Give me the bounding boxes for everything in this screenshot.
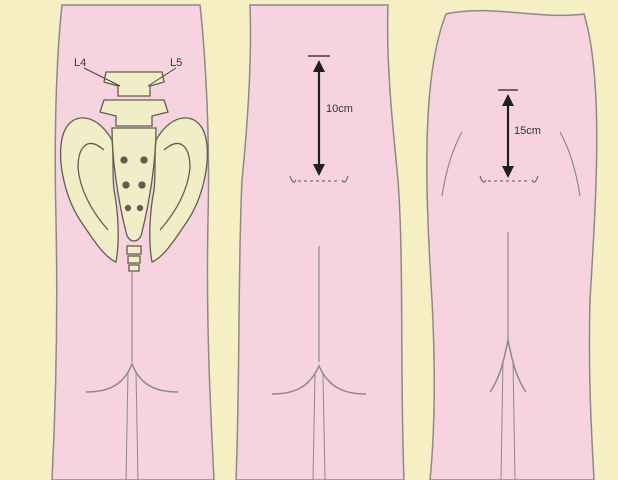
label-l4: L4 — [74, 57, 86, 69]
sacral-foramen — [123, 182, 129, 188]
panel-3-body — [427, 11, 597, 480]
panel-2-torso: 10cm — [236, 5, 404, 480]
panel-3-torso: 15cm — [427, 11, 597, 480]
label-l5: L5 — [170, 57, 182, 69]
sacral-foramen — [138, 206, 143, 211]
coccyx-segment — [129, 265, 139, 271]
sacral-foramen — [121, 157, 127, 163]
sacral-foramen — [126, 206, 131, 211]
coccyx-segment — [127, 246, 141, 254]
measurement-label-10cm: 10cm — [326, 103, 353, 115]
coccyx-segment — [128, 256, 140, 263]
sacral-foramen — [141, 157, 147, 163]
sacral-foramen — [139, 182, 145, 188]
panel-1-torso: L4 L5 — [52, 5, 214, 480]
measurement-label-15cm: 15cm — [514, 125, 541, 137]
